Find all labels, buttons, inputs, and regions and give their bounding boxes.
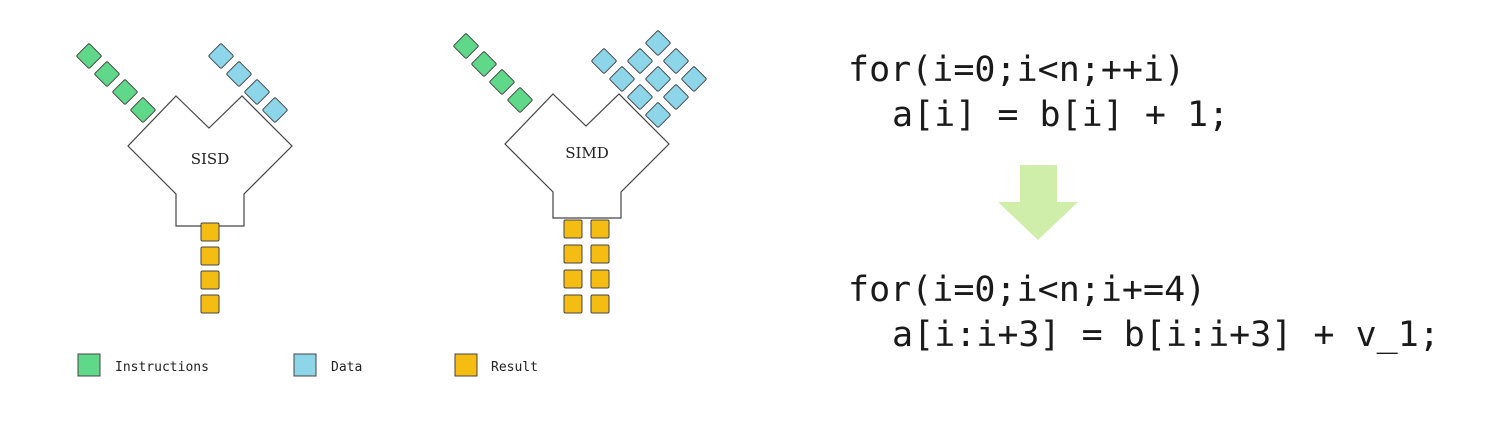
legend-swatch-result	[454, 353, 478, 377]
instruction-block	[453, 33, 479, 59]
legend: Instructions Data Result	[77, 353, 538, 377]
sisd-processor	[127, 95, 293, 227]
data-block	[645, 102, 671, 128]
result-block	[563, 269, 583, 289]
result-block	[563, 244, 583, 264]
data-block	[208, 43, 234, 69]
data-block	[645, 66, 671, 92]
simd-processor	[504, 93, 670, 219]
vector-loop-header: for(i=0;i<n;i+=4)	[848, 270, 1207, 310]
simd-label: SIMD	[565, 144, 609, 162]
data-block	[244, 79, 270, 105]
result-block	[590, 244, 610, 264]
result-block	[590, 294, 610, 314]
sisd-diagram: SISD	[127, 95, 293, 227]
sisd-label: SISD	[191, 150, 230, 168]
instruction-block	[112, 79, 138, 105]
data-block	[663, 84, 689, 110]
scalar-loop-code: for(i=0;i<n;++i) a[i] = b[i] + 1;	[848, 48, 1229, 138]
instruction-block	[471, 51, 497, 77]
legend-label-data: Data	[331, 360, 362, 375]
data-block	[226, 61, 252, 87]
result-block	[200, 294, 220, 314]
result-block	[590, 219, 610, 239]
legend-label-instructions: Instructions	[115, 360, 209, 375]
instruction-block	[130, 97, 156, 123]
result-block	[563, 219, 583, 239]
data-block	[663, 48, 689, 74]
data-block	[645, 30, 671, 56]
down-arrow-icon	[998, 165, 1078, 240]
result-block	[200, 246, 220, 266]
instruction-block	[94, 61, 120, 87]
instruction-block	[507, 87, 533, 113]
scalar-loop-header: for(i=0;i<n;++i)	[848, 50, 1186, 90]
data-block	[681, 66, 707, 92]
result-block	[200, 270, 220, 290]
legend-swatch-data	[293, 353, 317, 377]
legend-label-result: Result	[491, 360, 538, 375]
simd-diagram: SIMD	[504, 93, 670, 219]
instruction-block	[489, 69, 515, 95]
vector-loop-body: a[i:i+3] = b[i:i+3] + v_1;	[892, 315, 1440, 355]
pipeline-blocks	[76, 30, 707, 314]
result-block	[200, 222, 220, 242]
data-block	[262, 97, 288, 123]
vector-loop-code: for(i=0;i<n;i+=4) a[i:i+3] = b[i:i+3] + v…	[848, 268, 1440, 358]
data-block	[627, 84, 653, 110]
data-block	[627, 48, 653, 74]
data-block	[591, 48, 617, 74]
legend-swatch-instructions	[77, 353, 101, 377]
scalar-loop-body: a[i] = b[i] + 1;	[892, 95, 1230, 135]
instruction-block	[76, 43, 102, 69]
result-block	[563, 294, 583, 314]
data-block	[609, 66, 635, 92]
result-block	[590, 269, 610, 289]
